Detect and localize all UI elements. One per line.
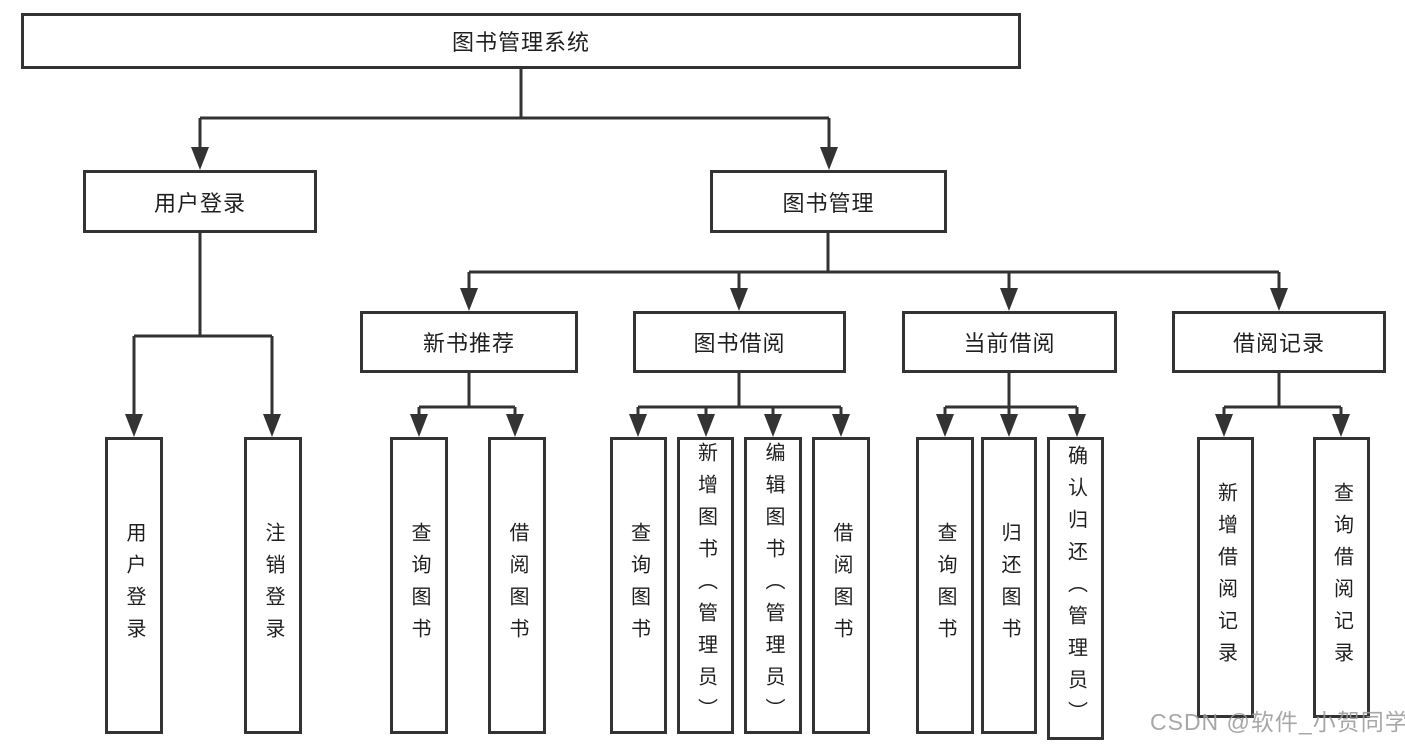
leaf-add-borrow-record: 新增借阅记录 <box>1197 437 1254 718</box>
leaf-confirm-return-admin: 确认归还（管理员） <box>1047 437 1104 740</box>
node-new-book-recommend: 新书推荐 <box>360 311 578 373</box>
leaf-label: 新增借阅记录 <box>1214 481 1237 674</box>
node-book-management: 图书管理 <box>710 170 947 233</box>
node-label: 图书借阅 <box>693 331 786 356</box>
leaf-return-books: 归还图书 <box>981 437 1037 734</box>
node-label: 新书推荐 <box>422 331 515 356</box>
leaf-label: 用户登录 <box>123 521 145 650</box>
leaf-query-books-borrow: 查询图书 <box>610 437 667 734</box>
leaf-label: 确认归还（管理员） <box>1064 444 1087 733</box>
leaf-label: 借阅图书 <box>506 521 528 650</box>
leaf-label: 查询图书 <box>627 521 650 650</box>
node-label: 用户登录 <box>153 190 246 216</box>
node-book-borrow: 图书借阅 <box>633 311 846 373</box>
leaf-label: 查询图书 <box>408 521 430 650</box>
leaf-user-login: 用户登录 <box>105 437 163 734</box>
leaf-edit-books-admin: 编辑图书（管理员） <box>744 437 802 734</box>
leaf-label: 借阅图书 <box>830 521 852 650</box>
leaf-borrow-books: 借阅图书 <box>812 437 870 734</box>
node-borrow-records: 借阅记录 <box>1172 311 1386 373</box>
leaf-query-borrow-record: 查询借阅记录 <box>1313 437 1370 718</box>
csdn-watermark: CSDN @软件_小贺同学 <box>1150 709 1405 735</box>
leaf-label: 注销登录 <box>262 521 284 650</box>
node-label: 图书管理系统 <box>451 30 590 55</box>
node-user-login: 用户登录 <box>83 170 317 233</box>
node-label: 借阅记录 <box>1232 331 1325 356</box>
node-label: 当前借阅 <box>963 331 1056 356</box>
leaf-query-books-recommend: 查询图书 <box>390 437 448 734</box>
arrowheads <box>125 147 1350 437</box>
leaf-label: 新增图书（管理员） <box>694 441 717 730</box>
leaf-label: 编辑图书（管理员） <box>762 441 784 730</box>
leaf-add-books-admin: 新增图书（管理员） <box>677 437 734 734</box>
node-library-management-system: 图书管理系统 <box>21 13 1021 69</box>
leaf-label: 归还图书 <box>998 521 1020 650</box>
leaf-label: 查询借阅记录 <box>1330 481 1353 674</box>
leaf-borrow-books-recommend: 借阅图书 <box>488 437 546 734</box>
leaf-query-books-current: 查询图书 <box>916 437 974 734</box>
leaf-label: 查询图书 <box>934 521 956 650</box>
node-label: 图书管理 <box>782 190 875 216</box>
node-current-borrow: 当前借阅 <box>902 311 1117 373</box>
leaf-logout: 注销登录 <box>244 437 302 734</box>
